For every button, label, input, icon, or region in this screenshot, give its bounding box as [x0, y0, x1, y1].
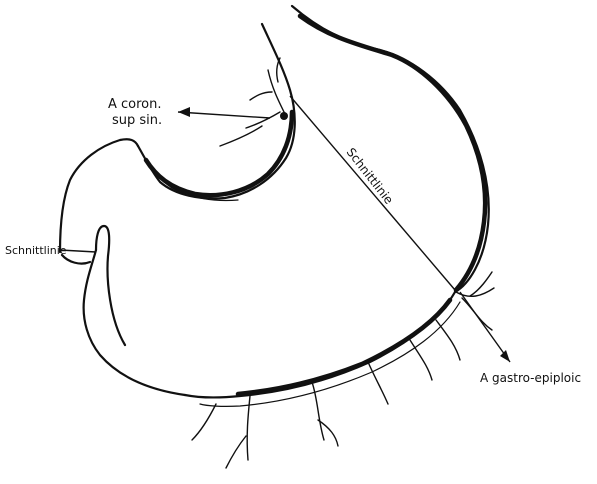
- cut-line-upper-line: [290, 96, 455, 290]
- lesser-curvature-wall: [146, 112, 292, 195]
- pylorus-upper-edge: [60, 139, 138, 252]
- label-coronary-artery-line1: A coron.: [108, 97, 162, 112]
- coronary-arrow: [178, 107, 270, 118]
- stomach-outline: [60, 6, 489, 406]
- greater-curvature-inner-wall: [300, 16, 485, 290]
- label-cut-line-upper: Schnittlinie: [344, 145, 396, 207]
- label-coronary-artery-line2: sup sin.: [112, 113, 162, 128]
- coronary-artery-branches: [220, 58, 288, 146]
- lower-curvature-outer-wall: [200, 302, 460, 406]
- lower-curvature: [185, 292, 455, 397]
- greater-curvature: [292, 6, 489, 292]
- lower-curvature-wall: [238, 300, 450, 394]
- label-cut-line-left: Schnittlinie: [5, 244, 67, 257]
- pylorus-notch: [96, 226, 125, 345]
- pylorus-lower-edge: [84, 250, 185, 395]
- label-gastroepiploic-artery: A gastro-epiploic: [480, 371, 581, 385]
